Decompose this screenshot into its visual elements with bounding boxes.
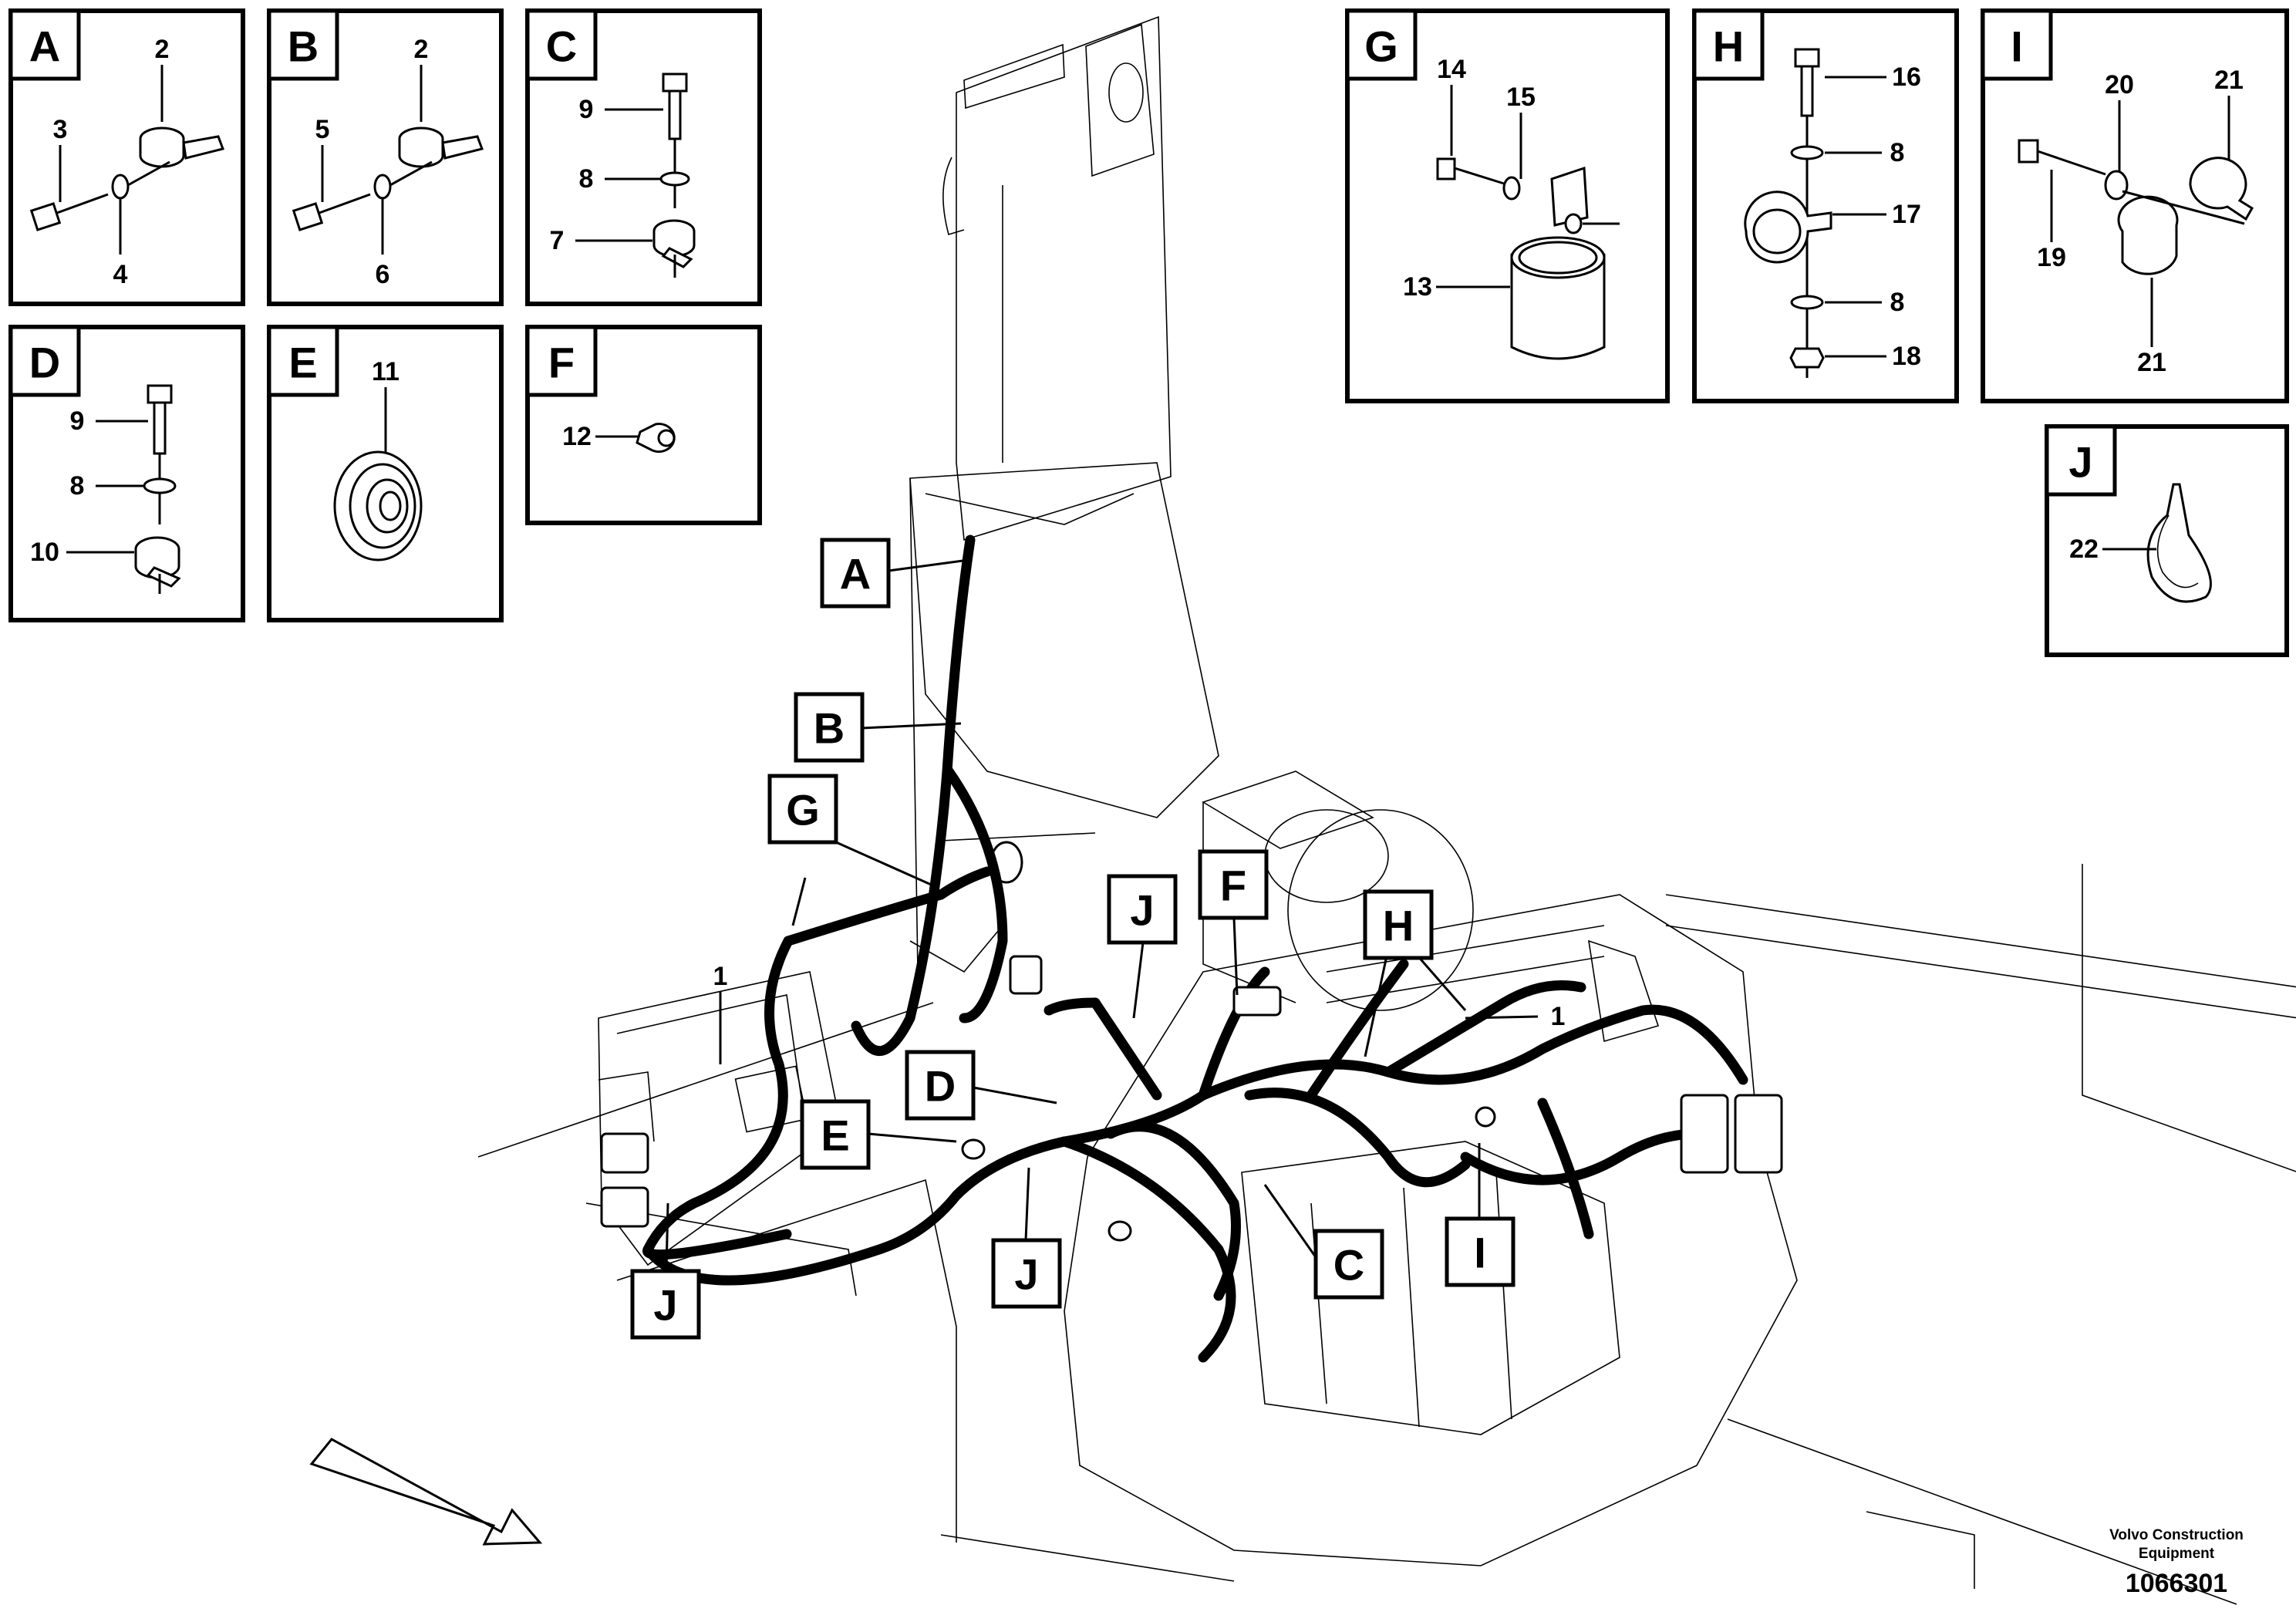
company-line-2: Equipment — [2139, 1546, 2215, 1562]
wiring-harness — [600, 534, 1783, 1363]
direction-arrow-icon — [309, 1438, 543, 1546]
detail-view-a: A 2 3 4 — [8, 8, 245, 306]
svg-text:D: D — [925, 1062, 956, 1111]
svg-text:21: 21 — [2214, 66, 2244, 95]
detail-view-d: D 9 8 10 — [8, 325, 245, 622]
detail-view-i: I 20 21 19 21 — [1981, 8, 2289, 403]
svg-text:C: C — [1333, 1241, 1364, 1290]
callout-i: I — [1445, 1143, 1515, 1287]
svg-text:11: 11 — [372, 357, 400, 386]
detail-b-letter: B — [288, 22, 319, 71]
detail-g-letter: G — [1364, 22, 1398, 71]
svg-text:13: 13 — [1403, 272, 1432, 302]
detail-view-c: C 9 8 7 — [525, 8, 762, 306]
callout-b: B — [794, 692, 962, 763]
callout-part-1-right: 1 — [1465, 1002, 1565, 1031]
detail-a-letter: A — [29, 22, 60, 71]
svg-text:2: 2 — [155, 35, 170, 64]
detail-c-letter: C — [546, 22, 577, 71]
svg-text:21: 21 — [2137, 348, 2166, 377]
callout-h: H — [1363, 889, 1467, 1057]
svg-text:22: 22 — [2069, 534, 2099, 564]
callout-c: C — [1263, 1184, 1384, 1300]
svg-text:8: 8 — [1890, 288, 1905, 317]
callout-j-mid: J — [991, 1167, 1062, 1309]
document-number: 1066301 — [2126, 1569, 2227, 1598]
detail-view-e: E 11 — [267, 325, 504, 622]
detail-h-letter: H — [1713, 22, 1744, 71]
callout-g: G — [767, 774, 937, 926]
callout-part-1-left: 1 — [713, 962, 728, 1064]
svg-text:17: 17 — [1892, 200, 1921, 229]
svg-text:19: 19 — [2037, 243, 2066, 272]
svg-text:18: 18 — [1892, 342, 1921, 371]
svg-text:14: 14 — [1437, 55, 1466, 84]
callout-j-top: J — [1107, 874, 1178, 1019]
callout-e: E — [800, 1099, 957, 1170]
svg-text:I: I — [1474, 1229, 1486, 1277]
callout-f: F — [1198, 849, 1269, 996]
footer: Volvo Construction Equipment 1066301 — [2109, 1527, 2244, 1598]
svg-text:H: H — [1383, 902, 1414, 950]
detail-view-f: F 12 — [525, 325, 762, 525]
detail-j-letter: J — [2068, 438, 2092, 487]
svg-text:12: 12 — [562, 422, 592, 451]
detail-view-g: G 14 15 13 — [1345, 8, 1670, 403]
detail-d-letter: D — [29, 339, 60, 387]
svg-text:F: F — [1220, 862, 1246, 910]
detail-view-b: B 2 5 6 — [267, 8, 504, 306]
svg-text:8: 8 — [579, 164, 594, 194]
detail-f-letter: F — [548, 339, 575, 387]
svg-text:1: 1 — [713, 962, 728, 991]
svg-text:20: 20 — [2105, 70, 2134, 99]
svg-text:15: 15 — [1506, 83, 1536, 112]
svg-text:J: J — [1014, 1250, 1038, 1299]
svg-text:16: 16 — [1892, 62, 1921, 92]
svg-text:9: 9 — [579, 95, 594, 124]
svg-text:8: 8 — [1890, 138, 1905, 167]
svg-text:G: G — [786, 786, 820, 835]
svg-text:E: E — [821, 1111, 849, 1160]
svg-text:1: 1 — [1551, 1002, 1566, 1031]
callout-j-left: J — [630, 1202, 701, 1340]
callout-a: A — [820, 538, 969, 609]
svg-text:10: 10 — [30, 538, 59, 567]
callout-d: D — [905, 1050, 1057, 1121]
svg-text:6: 6 — [376, 260, 390, 289]
svg-text:B: B — [814, 704, 845, 753]
detail-view-h: H 16 8 17 8 18 — [1692, 8, 1959, 403]
svg-text:3: 3 — [53, 115, 68, 144]
svg-text:5: 5 — [315, 115, 330, 144]
svg-text:J: J — [1130, 886, 1154, 935]
svg-text:A: A — [840, 550, 871, 599]
detail-view-j: J 22 — [2045, 424, 2289, 657]
svg-text:7: 7 — [550, 226, 565, 255]
company-line-1: Volvo Construction — [2109, 1527, 2244, 1543]
svg-text:2: 2 — [414, 35, 429, 64]
detail-e-letter: E — [288, 339, 317, 387]
svg-text:4: 4 — [113, 260, 128, 289]
svg-text:9: 9 — [70, 406, 85, 436]
detail-i-letter: I — [2011, 22, 2023, 71]
svg-text:8: 8 — [70, 471, 85, 501]
machine-structure — [477, 15, 2296, 1605]
svg-text:J: J — [653, 1281, 677, 1330]
